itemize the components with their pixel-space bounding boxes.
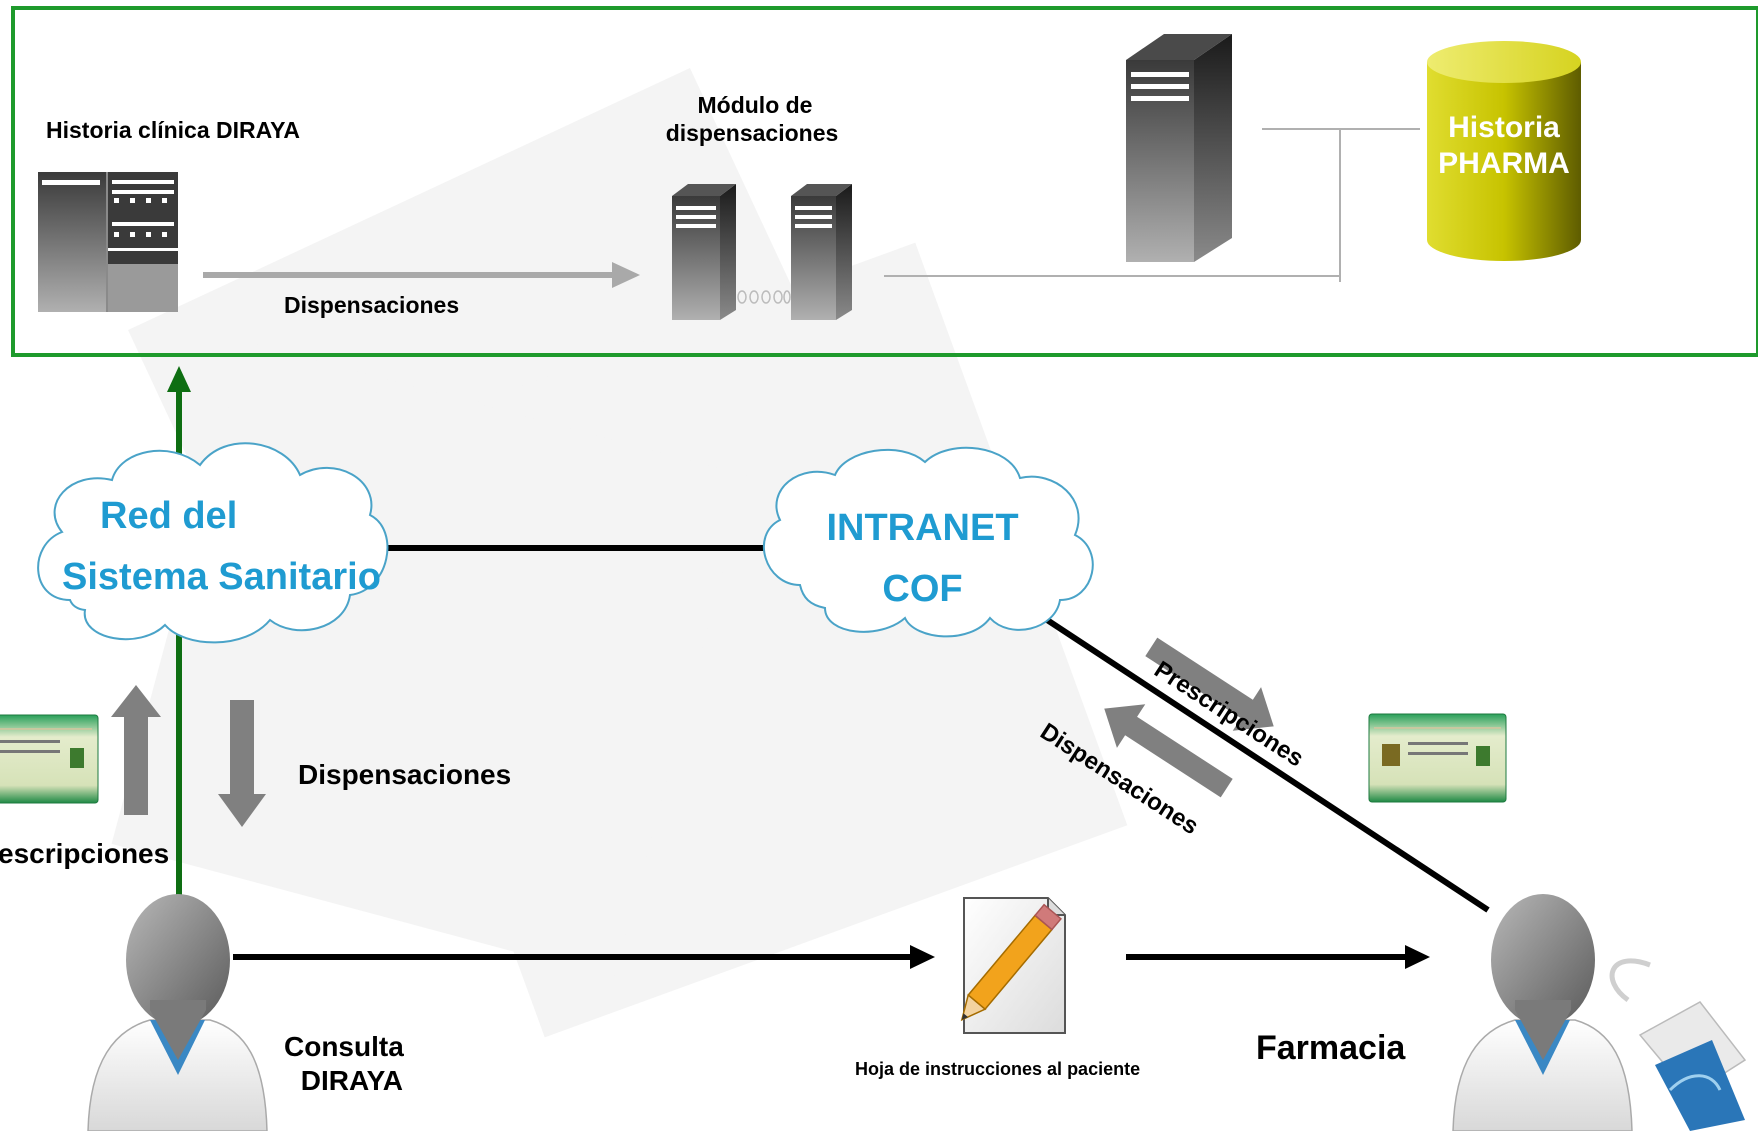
pharmacist-icon: [1452, 894, 1633, 1131]
health-card-left-icon: [0, 714, 99, 804]
dispensaciones-left-label: Dispensaciones: [298, 759, 512, 790]
doctor-consulta-icon: [87, 894, 268, 1131]
modulo-server-1-icon: [672, 184, 736, 320]
dispensaciones-diagonal-arrow: [1104, 704, 1233, 798]
prescripciones-up-arrow: [111, 685, 161, 815]
health-card-right-icon: [1368, 713, 1507, 803]
red-line2: Sistema Sanitario: [62, 555, 381, 598]
consulta-to-hoja-arrow: [233, 945, 935, 969]
network-connector-lines: [884, 128, 1420, 282]
prescripciones-left-label: escripciones: [0, 838, 170, 869]
intranet-line2: COF: [882, 567, 963, 610]
intranet-cof-cloud: [762, 446, 1094, 638]
system-box: [11, 6, 1758, 357]
intranet-line1: INTRANET: [826, 507, 1019, 549]
intranet-cof-label: INTRANET COF: [800, 498, 1045, 620]
dispensaciones-gray-arrow: [203, 262, 640, 288]
hoja-instrucciones-label: Hoja de instrucciones al paciente: [855, 1059, 1141, 1079]
modulo-label-line2: dispensaciones: [665, 119, 839, 146]
server-link-rings: [737, 290, 791, 304]
modulo-server-2-icon: [791, 184, 852, 320]
farmacia-label: Farmacia: [1256, 1029, 1406, 1067]
modulo-label: Módulo de dispensaciones: [642, 92, 862, 147]
consulta-line1: Consulta: [284, 1031, 404, 1062]
dispensaciones-top-label: Dispensaciones: [284, 292, 460, 318]
diraya-window-icon: [38, 172, 178, 312]
red-sanitaria-label: Red del Sistema Sanitario: [50, 486, 430, 608]
consulta-line2: DIRAYA: [300, 1064, 403, 1096]
card-reader-icon: [1609, 958, 1747, 1131]
red-sanitaria-cloud: [37, 442, 389, 644]
instruction-sheet-icon: [960, 897, 1066, 1034]
main-server-icon: [1126, 34, 1232, 262]
black-network-lines: [385, 545, 1490, 913]
pharma-database-icon: [1427, 41, 1581, 261]
hoja-to-farmacia-arrow: [1126, 945, 1430, 969]
dispensaciones-down-arrow: [218, 700, 266, 827]
historia-clinica-label: Historia clínica DIRAYA: [46, 117, 300, 143]
consulta-diraya-label: Consulta DIRAYA: [284, 1030, 404, 1097]
modulo-label-line1: Módulo de: [697, 92, 813, 118]
pharma-line1: Historia: [1448, 111, 1560, 144]
pharma-label: Historia PHARMA: [1427, 110, 1581, 182]
red-line1: Red del: [100, 495, 238, 537]
prescripciones-diagonal-arrow: [1145, 637, 1274, 731]
pharma-line2: PHARMA: [1438, 147, 1570, 180]
